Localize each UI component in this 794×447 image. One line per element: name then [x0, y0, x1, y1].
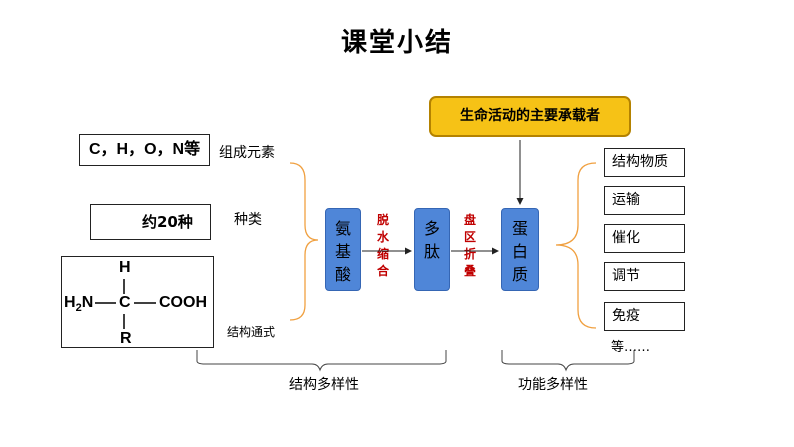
step2-char: 盘 — [463, 213, 476, 227]
types-box: 约20种 — [90, 204, 211, 240]
elements-text: C，H，O，N等 — [89, 141, 201, 158]
function-catalysis: 催化 — [604, 224, 685, 253]
formula-c: C — [119, 294, 131, 311]
formula-label: 结构通式 — [227, 325, 276, 339]
elements-box: C，H，O，N等 — [79, 134, 210, 166]
elements-label: 组成元素 — [219, 145, 275, 161]
formula-box — [61, 256, 214, 348]
function-diversity-label: 功能多样性 — [518, 377, 588, 393]
left-brace — [289, 162, 319, 321]
function-bracket — [501, 350, 635, 372]
function-structure: 结构物质 — [604, 148, 685, 177]
amino-acid-char: 酸 — [334, 265, 351, 284]
formula-r: R — [120, 330, 132, 347]
amino-acid-char: 基 — [334, 242, 351, 261]
types-text: 约20种 — [142, 213, 193, 231]
main-role-text: 生命活动的主要承载者 — [460, 108, 600, 124]
formula-amino-group: H2N — [64, 294, 93, 314]
step1-char: 脱 — [376, 213, 389, 227]
protein-char: 白 — [511, 242, 528, 261]
structure-diversity-label: 结构多样性 — [289, 377, 359, 393]
formula-n: N — [81, 294, 94, 311]
formula-cooh: COOH — [159, 294, 207, 311]
function-immunity: 免疫 — [604, 302, 685, 331]
peptide-char: 肽 — [423, 242, 440, 261]
right-brace — [555, 162, 597, 329]
functions-etc: 等…… — [611, 340, 651, 355]
function-transport: 运输 — [604, 186, 685, 215]
amino-acid-box: 氨 基 酸 — [325, 208, 361, 291]
step2-char: 叠 — [463, 264, 476, 278]
function-regulation: 调节 — [604, 262, 685, 291]
page-title: 课堂小结 — [340, 28, 453, 58]
formula-sub2: 2 — [75, 302, 82, 315]
peptide-char: 多 — [423, 219, 440, 238]
peptide-box: 多 肽 — [414, 208, 450, 291]
step1-char: 合 — [376, 264, 389, 278]
structure-bracket — [196, 350, 447, 372]
amino-acid-char: 氨 — [334, 219, 351, 238]
step1-char: 水 — [376, 230, 389, 244]
formula-h2: H — [64, 294, 76, 311]
main-role-box: 生命活动的主要承载者 — [429, 96, 631, 137]
protein-box: 蛋 白 质 — [501, 208, 539, 291]
protein-char: 质 — [511, 265, 528, 284]
types-label: 种类 — [234, 212, 262, 228]
protein-char: 蛋 — [511, 219, 528, 238]
formula-h: H — [119, 259, 131, 276]
step2-char: 区 — [463, 230, 476, 244]
